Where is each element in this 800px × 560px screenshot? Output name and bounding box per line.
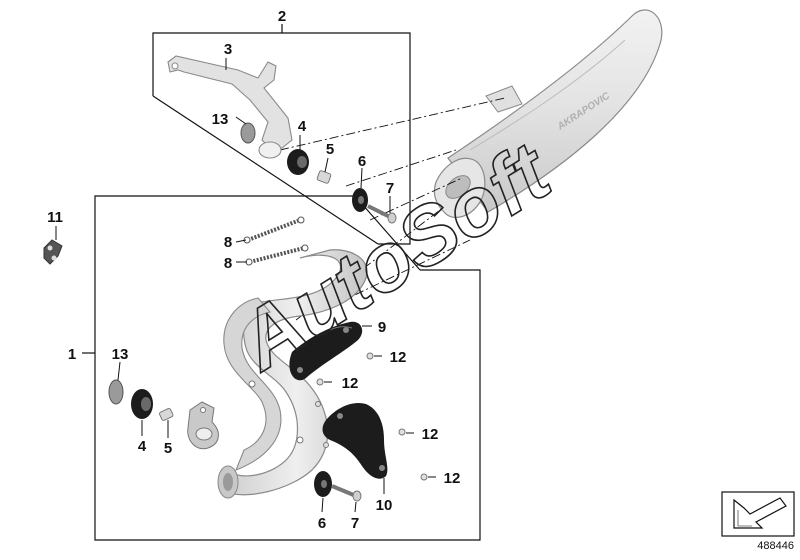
heat-shield-9 [289,321,363,381]
callout-3: 3 [224,41,232,58]
clamp-11 [43,239,63,265]
exhaust-pipe [217,249,368,499]
sleeve-5-top [316,170,332,184]
bolt-7-lower [331,484,362,502]
spring-8-lower [245,244,309,266]
sleeve-5-lower [159,407,174,421]
rubber-grommet-4-lower [131,389,153,419]
rubber-grommet-4-top [287,149,309,175]
washer-13-lower [108,379,124,405]
callout-12-b: 12 [342,375,359,392]
muffler: AKRAPOVIC [433,9,663,219]
callout-7-top: 7 [386,180,394,197]
heat-shield-10 [322,402,388,479]
callout-8-lower: 8 [224,255,232,272]
callout-9: 9 [378,319,386,336]
callout-7-lower: 7 [351,515,359,532]
callout-12-a: 12 [390,349,407,366]
callout-11: 11 [47,209,63,226]
callout-2: 2 [278,8,286,25]
group-1-frame [82,195,481,541]
washer-13-top [240,122,256,144]
callout-10: 10 [376,497,393,514]
callout-1: 1 [68,346,76,363]
callout-6-top: 6 [358,153,366,170]
damper-6-top [352,188,368,212]
callout-4-top: 4 [298,118,307,135]
callout-13-top: 13 [212,111,229,128]
callout-12-d: 12 [444,470,461,487]
callout-6-lower: 6 [318,515,326,532]
muffler-bracket [167,55,293,159]
callout-8-upper: 8 [224,234,232,251]
callouts: 2 3 13 4 5 6 7 11 8 8 9 1 13 12 12 12 12… [47,8,460,532]
group-2-frame [152,24,411,245]
spring-8-upper [243,216,305,244]
damper-6-lower [314,471,332,497]
callout-5-lower: 5 [164,440,172,457]
bolt-7-top [367,204,397,224]
pipe-bracket [187,401,219,450]
screws-12 [315,352,428,481]
callout-13-lower: 13 [112,346,129,363]
callout-4-lower: 4 [138,438,147,455]
leader-lines [55,58,436,513]
arrow-down-left-icon [721,491,795,537]
callout-12-c: 12 [422,426,439,443]
reference-number: 488446 [757,540,794,552]
callout-5-top: 5 [326,141,334,158]
